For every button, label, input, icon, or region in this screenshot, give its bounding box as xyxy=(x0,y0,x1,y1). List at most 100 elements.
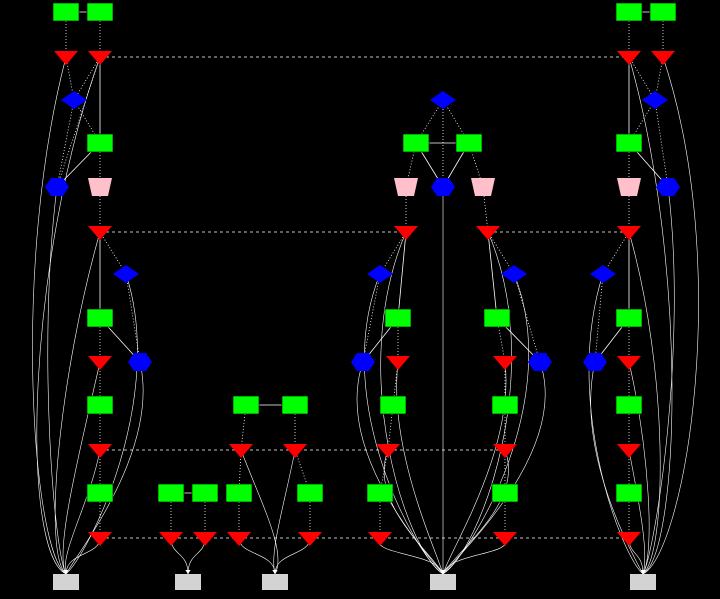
hexagon-node xyxy=(351,353,375,371)
node-layer xyxy=(45,2,680,590)
sink-node xyxy=(53,574,79,590)
box-node xyxy=(379,395,407,415)
trapezium-node xyxy=(88,178,112,196)
triangle-node xyxy=(54,51,78,65)
sink-edge xyxy=(590,361,644,575)
box-node xyxy=(615,133,643,153)
sink-edge xyxy=(628,449,646,575)
triangle-node xyxy=(617,444,641,458)
box-node xyxy=(86,133,114,153)
hexagon-node xyxy=(583,353,607,371)
box-node xyxy=(491,395,519,415)
triangle-node xyxy=(493,532,517,546)
sink-node xyxy=(175,574,201,590)
triangle-node xyxy=(88,532,112,546)
triangle-node xyxy=(159,532,183,546)
triangle-node xyxy=(298,532,322,546)
triangle-node xyxy=(493,444,517,458)
trapezium-node xyxy=(617,178,641,196)
triangle-node xyxy=(368,532,392,546)
box-node xyxy=(86,308,114,328)
dotted-edge xyxy=(56,56,101,188)
dotted-edge xyxy=(99,231,127,275)
arrowhead xyxy=(440,570,446,574)
sink-edge xyxy=(442,449,509,575)
box-node xyxy=(483,308,511,328)
dotted-edge xyxy=(513,273,541,363)
dotted-edge xyxy=(487,231,515,275)
diamond-node xyxy=(113,265,139,283)
box-node xyxy=(615,308,643,328)
triangle-node xyxy=(88,356,112,370)
box-node xyxy=(86,483,114,503)
triangle-node xyxy=(88,444,112,458)
box-node xyxy=(615,483,643,503)
dotted-edge xyxy=(238,449,242,494)
arrowhead xyxy=(185,570,191,574)
diamond-node xyxy=(501,265,527,283)
diamond-node xyxy=(367,265,393,283)
box-node xyxy=(402,133,430,153)
sink-edge xyxy=(628,56,673,575)
box-node xyxy=(86,2,114,22)
box-node xyxy=(491,483,519,503)
solid-edge xyxy=(397,231,407,319)
sink-edge xyxy=(32,56,67,575)
triangle-node xyxy=(88,51,112,65)
box-node xyxy=(455,133,483,153)
triangle-node xyxy=(617,51,641,65)
hexagon-node xyxy=(431,178,455,196)
sink-edge xyxy=(64,449,101,575)
box-node xyxy=(615,395,643,415)
dotted-edge xyxy=(379,231,407,275)
arrowhead xyxy=(272,570,278,574)
hexagon-node xyxy=(45,178,69,196)
sink-edge xyxy=(36,56,101,575)
sink-edge xyxy=(364,273,444,575)
box-node xyxy=(649,2,677,22)
triangle-node xyxy=(493,356,517,370)
sink-edge xyxy=(642,56,699,575)
sink-edge xyxy=(588,273,644,575)
triangle-node xyxy=(617,532,641,546)
trapezium-node xyxy=(394,178,418,196)
triangle-node xyxy=(376,444,400,458)
box-node xyxy=(232,395,260,415)
triangle-node xyxy=(651,51,675,65)
box-node xyxy=(281,395,309,415)
sink-edge xyxy=(240,449,279,575)
arrowhead xyxy=(63,570,69,574)
trapezium-node xyxy=(471,178,495,196)
diamond-node xyxy=(430,91,456,109)
hexagon-node xyxy=(528,353,552,371)
diamond-node xyxy=(590,265,616,283)
triangle-node xyxy=(617,356,641,370)
box-node xyxy=(225,483,253,503)
sink-edge xyxy=(65,273,138,575)
box-node xyxy=(384,308,412,328)
box-node xyxy=(86,395,114,415)
solid-edge xyxy=(487,231,498,319)
box-node xyxy=(615,2,643,22)
triangle-node xyxy=(227,532,251,546)
hexagon-node xyxy=(128,353,152,371)
diamond-node xyxy=(642,91,668,109)
triangle-node xyxy=(229,444,253,458)
box-node xyxy=(296,483,324,503)
triangle-node xyxy=(193,532,217,546)
sink-edge xyxy=(383,449,444,575)
diamond-node xyxy=(61,91,87,109)
sink-node xyxy=(262,574,288,590)
triangle-node xyxy=(88,226,112,240)
triangle-node xyxy=(394,226,418,240)
box-node xyxy=(191,483,219,503)
sink-edge xyxy=(442,273,530,575)
sink-edge xyxy=(65,361,144,575)
sink-node xyxy=(630,574,656,590)
box-node xyxy=(157,483,185,503)
sink-edge xyxy=(396,361,444,575)
sink-edge xyxy=(54,231,101,575)
triangle-node xyxy=(476,226,500,240)
